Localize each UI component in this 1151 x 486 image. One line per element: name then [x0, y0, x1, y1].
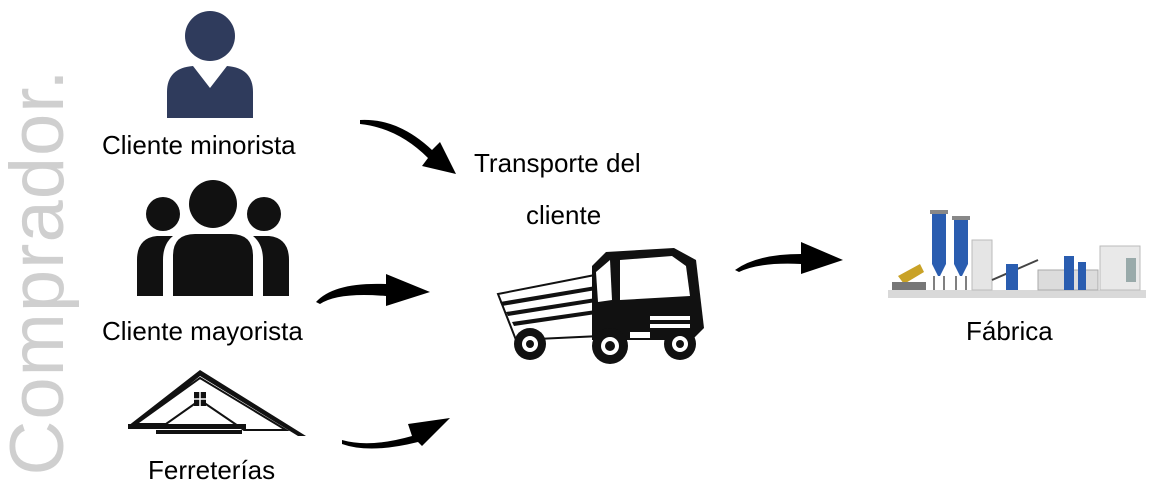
hardware-stores-label: Ferreterías	[148, 455, 276, 485]
arrow-transport-to-factory	[735, 242, 843, 274]
arrow-hardware-to-transport	[342, 418, 450, 449]
group-icon	[137, 180, 289, 296]
retail-client-label: Cliente minorista	[102, 130, 296, 160]
transport-label-line1: Transporte del	[474, 148, 641, 178]
arrow-wholesale-to-transport	[316, 274, 430, 306]
house-icon	[128, 370, 306, 436]
factory-label: Fábrica	[966, 316, 1053, 346]
arrow-retail-to-transport	[360, 119, 456, 174]
person-icon	[167, 11, 253, 118]
factory-illustration	[888, 210, 1146, 298]
truck-icon	[496, 248, 704, 364]
wholesale-client-label: Cliente mayorista	[102, 316, 303, 346]
transport-label-line2: cliente	[526, 200, 602, 230]
buyer-vertical-title: Comprador.	[0, 68, 80, 476]
